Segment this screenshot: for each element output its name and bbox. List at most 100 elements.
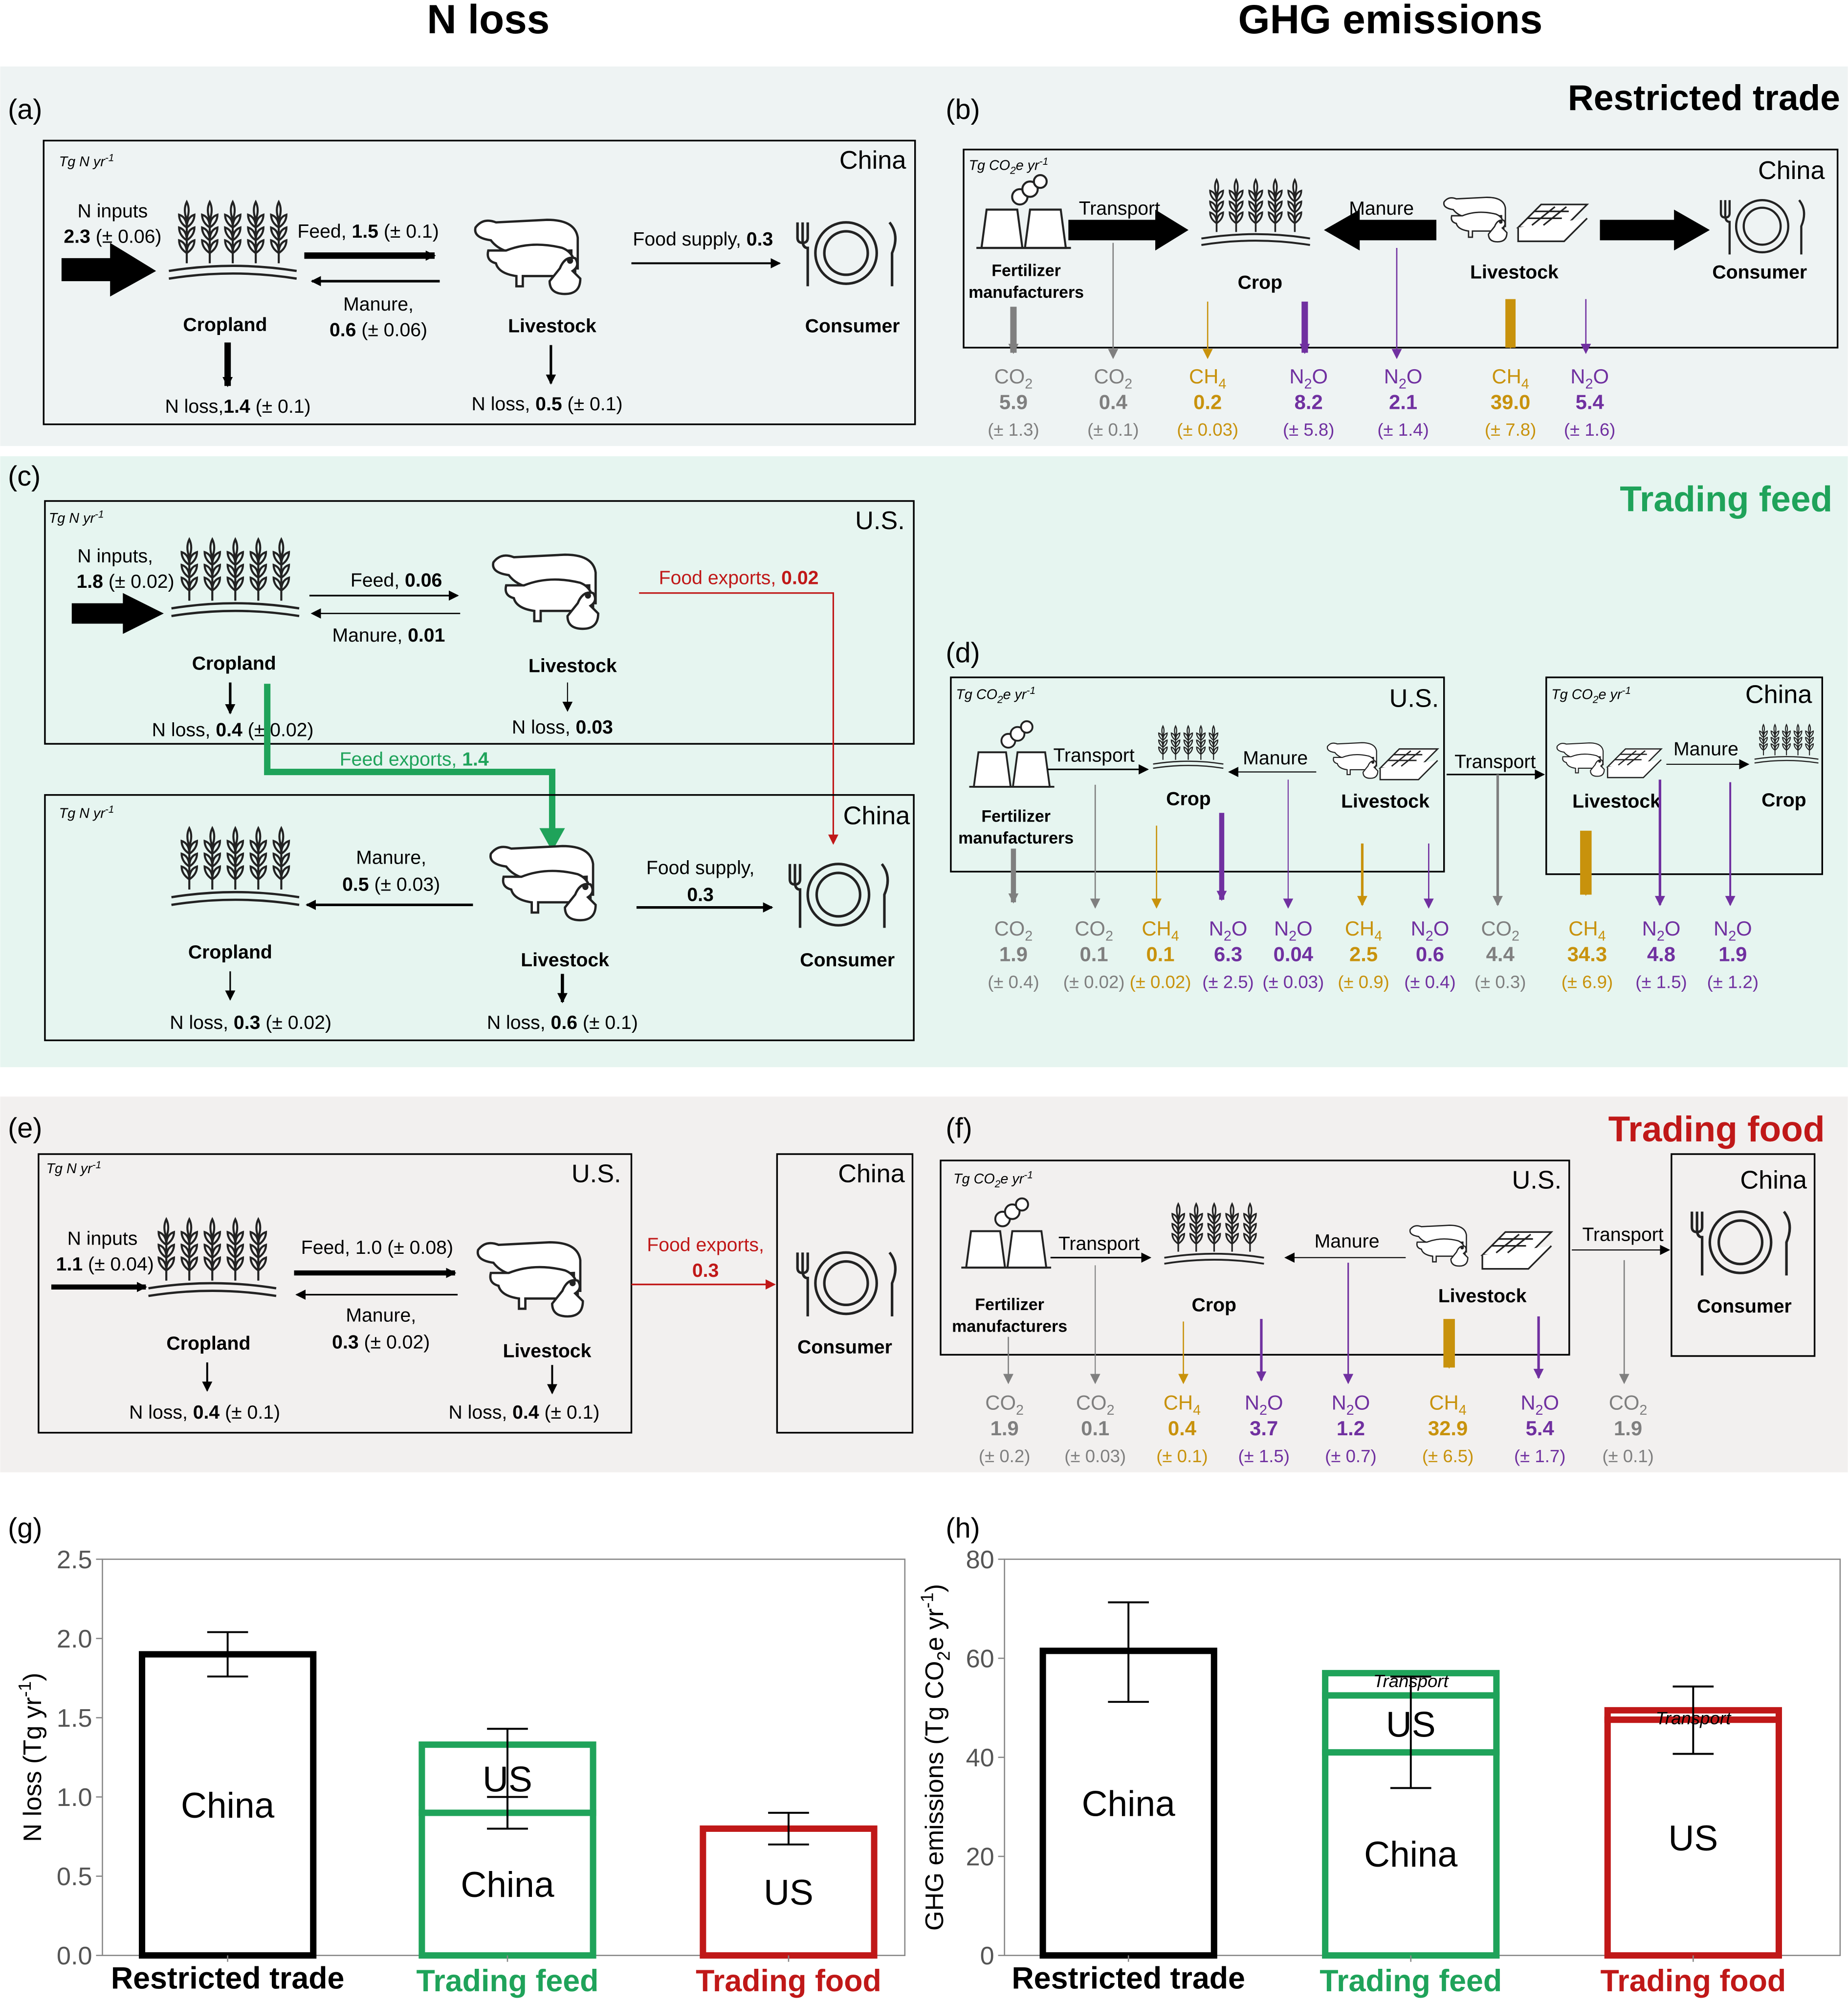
y-tick-label: 40 [966, 1744, 994, 1772]
x-tick-label: Trading feed [417, 1964, 599, 1998]
band-ab [0, 66, 1848, 446]
emission-value: 4.4 [1486, 942, 1515, 965]
emission-gas: CO2 [985, 1391, 1024, 1418]
emission-value: 0.2 [1193, 390, 1222, 413]
emission-gas: CH4 [1568, 917, 1606, 944]
thick-arrow [1068, 209, 1188, 251]
plot-frame [1004, 1559, 1841, 1956]
emission-value: 5.4 [1526, 1417, 1555, 1440]
unit-label: Tg N yr-1 [46, 1159, 102, 1177]
node-cropland: Cropland [183, 314, 267, 335]
place-us: U.S. [855, 507, 905, 535]
node-livestock: Livestock [1572, 791, 1661, 812]
flow-label: Feed, 0.06 [351, 570, 442, 591]
flow-label: Manure, [346, 1305, 416, 1326]
bar-segment-label: China [181, 1785, 274, 1826]
bar-segment-label: China [1082, 1783, 1175, 1824]
bar-segment-label: US [1669, 1818, 1718, 1858]
node-crop: Crop [1166, 789, 1210, 810]
x-tick-label: Trading food [696, 1964, 881, 1998]
place-china: China [1758, 156, 1825, 185]
flow-label: Transport [1058, 1233, 1140, 1254]
unit-label: Tg N yr-1 [49, 509, 104, 526]
node-fertilizer: Fertilizer [981, 807, 1051, 825]
bar-segment-label: US [764, 1872, 814, 1913]
emission-error: (± 0.7) [1325, 1446, 1376, 1466]
emission-gas: CH4 [1429, 1391, 1466, 1418]
emission-value: 4.8 [1647, 942, 1675, 965]
emission-error: (± 7.8) [1485, 420, 1536, 440]
flow-label: N loss, 0.6 (± 0.1) [487, 1012, 638, 1033]
panel-c-us-box [44, 500, 915, 745]
flow-value: 0.6 (± 0.06) [330, 319, 427, 340]
flow-value: 0.5 (± 0.03) [342, 874, 440, 895]
panel-label-d: (d) [946, 637, 980, 668]
y-tick-label: 1.5 [57, 1704, 92, 1733]
y-axis-label: N loss (Tg yr-1) [15, 1673, 47, 1842]
emission-error: (± 1.6) [1564, 420, 1615, 440]
y-tick-label: 80 [966, 1546, 994, 1574]
panel-f-china-box [1671, 1153, 1816, 1357]
chart-g: 0.00.51.01.52.02.5N loss (Tg yr-1)ChinaR… [15, 1546, 906, 1998]
emission-error: (± 0.03) [1262, 972, 1324, 992]
unit-label: Tg CO2e yr-1 [968, 156, 1048, 176]
emission-gas: N2O [1714, 917, 1752, 944]
emission-value: 2.1 [1389, 390, 1417, 413]
node-livestock: Livestock [1341, 791, 1430, 812]
emission-gas: N2O [1209, 917, 1248, 944]
flow-label: Manure, 0.01 [332, 625, 445, 646]
bar-segment-label: China [461, 1865, 554, 1905]
node-livestock: Livestock [1438, 1286, 1527, 1307]
emission-value: 0.04 [1274, 942, 1314, 965]
emission-error: (± 5.8) [1283, 420, 1334, 440]
panel-b-box [963, 149, 1839, 349]
y-tick-label: 2.5 [57, 1546, 92, 1574]
emission-error: (± 0.02) [1130, 972, 1191, 992]
emission-value: 2.5 [1349, 942, 1378, 965]
panel-label-f: (f) [946, 1113, 972, 1144]
node-fertilizer: Fertilizer [991, 262, 1061, 280]
flow-value: 0.3 (± 0.02) [332, 1332, 430, 1353]
flow-value: 1.8 (± 0.02) [76, 571, 174, 592]
food-export-arrow [639, 592, 838, 845]
node-fertilizer: manufacturers [952, 1317, 1067, 1336]
emission-error: (± 1.2) [1707, 972, 1759, 992]
unit-label: Tg CO2e yr-1 [1551, 685, 1631, 705]
place-us: U.S. [572, 1160, 621, 1188]
emission-gas: CO2 [1075, 917, 1113, 944]
node-consumer: Consumer [805, 316, 900, 337]
emission-gas: N2O [1274, 917, 1313, 944]
flow-label: N loss, 0.4 (± 0.1) [448, 1402, 599, 1423]
panel-label-h: (h) [946, 1513, 980, 1544]
emission-error: (± 0.1) [1087, 420, 1139, 440]
emission-value: 8.2 [1295, 390, 1323, 413]
header-ghg: GHG emissions [1238, 0, 1543, 42]
y-tick-label: 0.0 [57, 1942, 92, 1970]
flow-label: Transport [1079, 198, 1160, 219]
emission-gas: CH4 [1492, 365, 1529, 392]
band-cd [0, 456, 1848, 1068]
emission-error: (± 1.5) [1635, 972, 1687, 992]
flow-label: N loss, 0.4 (± 0.02) [152, 719, 314, 740]
flow-label: N inputs [67, 1228, 138, 1249]
y-tick-label: 0 [980, 1942, 994, 1970]
emission-value: 1.9 [999, 942, 1028, 965]
emission-value: 1.2 [1337, 1417, 1365, 1440]
band-ef [0, 1096, 1848, 1472]
flow-label: Manure, [343, 294, 414, 315]
node-livestock: Livestock [503, 1341, 592, 1362]
place-china: China [839, 146, 906, 175]
emission-error: (± 6.5) [1422, 1446, 1474, 1466]
emission-value: 5.4 [1576, 390, 1605, 413]
emission-error: (± 0.02) [1063, 972, 1125, 992]
flow-label: Manure [1315, 1231, 1380, 1252]
emission-gas: N2O [1245, 1391, 1283, 1418]
flow-label: Manure, [356, 847, 426, 868]
flow-label: Transport [1454, 752, 1536, 773]
flow-label: N loss, 0.3 (± 0.02) [170, 1012, 331, 1033]
panel-e-us-box [38, 1153, 633, 1434]
flow-label: Feed exports, 1.4 [340, 749, 489, 770]
panel-label-b: (b) [946, 94, 980, 125]
emission-error: (± 2.5) [1202, 972, 1254, 992]
emission-gas: N2O [1642, 917, 1681, 944]
